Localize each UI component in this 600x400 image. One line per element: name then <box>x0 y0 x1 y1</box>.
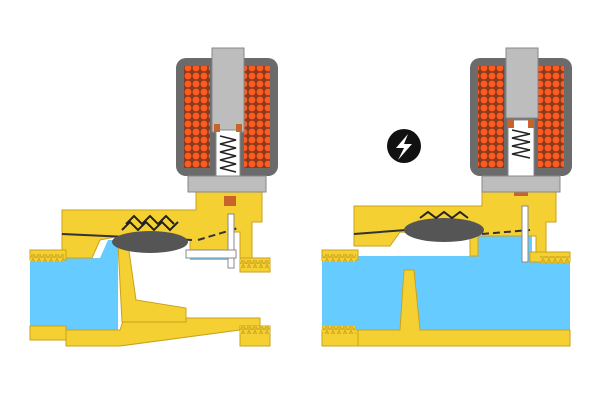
coil-winding-left-b <box>244 66 270 168</box>
seal-left <box>224 196 236 206</box>
thread-right-in-bottom <box>322 326 356 334</box>
solenoid-right <box>470 47 572 196</box>
thread-left-in <box>30 254 64 262</box>
plunger-spring-left <box>219 135 237 173</box>
plunger-spring-right <box>511 129 531 159</box>
coil-winding-right-a <box>478 66 504 168</box>
solenoid-left <box>176 47 278 206</box>
diaphragm-spring-left <box>121 220 179 232</box>
pilot-tube-left <box>227 213 235 269</box>
valve-open-panel <box>321 47 572 347</box>
valve-body-left <box>29 183 271 347</box>
thread-right-out <box>540 256 570 264</box>
thread-left-out-bottom <box>240 326 270 334</box>
lightning-bolt-icon <box>387 129 421 163</box>
diaphragm-left <box>61 214 239 253</box>
thread-left-out <box>240 260 270 268</box>
valve-closed-panel <box>29 47 278 347</box>
diaphragm-right <box>353 210 531 242</box>
coil-winding-left-a <box>184 66 210 168</box>
thread-right-in <box>322 254 356 262</box>
pilot-tube-right <box>521 205 529 263</box>
diaphragm-spring-right <box>419 210 469 220</box>
coil-winding-right-b <box>538 66 564 168</box>
